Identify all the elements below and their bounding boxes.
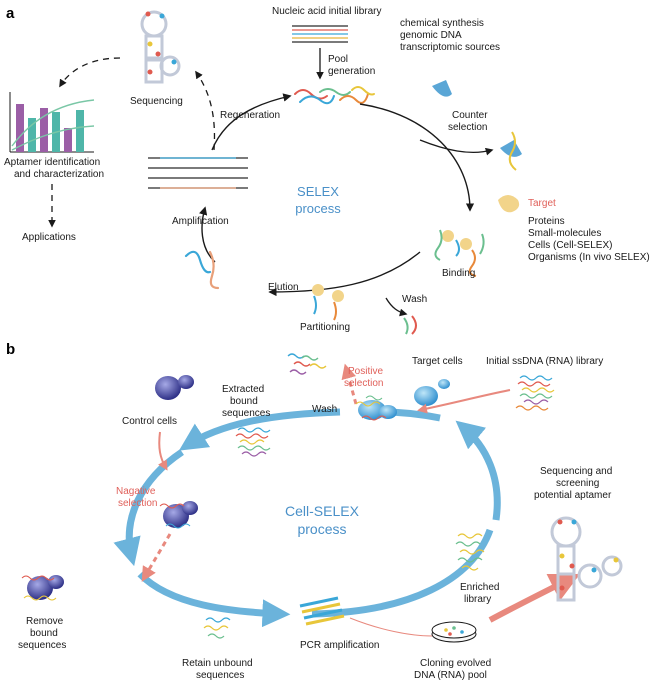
remove-bound-line1: Remove (26, 616, 64, 627)
positive-selection-cells (355, 395, 397, 421)
seq-screen-line2: screening (556, 478, 599, 489)
regeneration-label: Regeneration (220, 110, 280, 121)
aptamer-structure-b (550, 516, 623, 602)
panel-a-letter: a (6, 5, 15, 22)
initial-library-label: Initial ssDNA (RNA) library (486, 356, 603, 367)
binding-complex (434, 229, 485, 277)
elution-label: Elution (268, 282, 299, 293)
target-cells: Cells (Cell-SELEX) (528, 240, 612, 251)
target-organisms: Organisms (In vivo SELEX) (528, 252, 650, 263)
selex-title-line1: SELEX (297, 184, 339, 199)
sequencing-label: Sequencing (130, 96, 183, 107)
target-small-molecules: Small-molecules (528, 228, 601, 239)
negative-to-remove-arrow (141, 533, 172, 582)
enriched-line2: library (464, 594, 491, 605)
binding-label: Binding (442, 268, 475, 279)
pcr-strands (299, 596, 345, 626)
extracted-strands (235, 427, 271, 457)
cloning-line2: DNA (RNA) pool (414, 670, 487, 681)
remove-bound-line3: sequences (18, 640, 66, 651)
pool-generation-line2: generation (328, 66, 375, 77)
target-cells-icon (414, 379, 450, 406)
washed-strands (403, 315, 417, 335)
retain-unbound-line1: Retain unbound (182, 658, 253, 669)
seq-screen-line3: potential aptamer (534, 490, 612, 501)
target-cells-label: Target cells (412, 356, 463, 367)
counter-selection-line2: selection (448, 122, 487, 133)
aptamer-id-line2: and characterization (14, 169, 104, 180)
pcr-to-cloning-line (349, 617, 433, 637)
remove-bound-line2: bound (30, 628, 58, 639)
counter-selection-line1: Counter (452, 110, 488, 121)
extracted-line1: Extracted (222, 384, 264, 395)
source-transcriptomic: transcriptomic sources (400, 42, 500, 53)
applications-label: Applications (22, 232, 76, 243)
pool-strands (294, 86, 375, 105)
unbound-strands (203, 617, 231, 639)
wash-label-b: Wash (312, 404, 337, 415)
pcr-label: PCR amplification (300, 640, 379, 651)
washed-strands-b (287, 353, 327, 375)
wash-pink-arrow (341, 363, 358, 405)
initial-library-b-strands (515, 375, 555, 411)
aptamer-structure-a (140, 10, 181, 84)
initial-library-strands (292, 25, 348, 43)
counter-bound-complex (500, 131, 522, 171)
source-genomic: genomic DNA (400, 30, 462, 41)
eluted-strands (184, 250, 220, 290)
characterization-chart-icon (9, 92, 95, 153)
cloning-line1: Cloning evolved (420, 658, 491, 669)
library-title: Nucleic acid initial library (272, 6, 381, 17)
negative-selection-cells (159, 501, 198, 529)
enriched-line1: Enriched (460, 582, 499, 593)
counter-selection-arrow (419, 139, 494, 156)
pool-generation-line1: Pool (328, 54, 348, 65)
cloning-to-aptamer-arrow (488, 573, 581, 623)
extracted-line2: bound (230, 396, 258, 407)
amplification-label: Amplification (172, 216, 229, 227)
remove-bound-cells (21, 575, 64, 601)
cell-selex-title-line2: process (297, 521, 346, 537)
aptamer-id-line1: Aptamer identification (4, 157, 100, 168)
seq-screen-line1: Sequencing and (540, 466, 612, 477)
source-chemical: chemical synthesis (400, 18, 484, 29)
petri-dish-icon (431, 621, 477, 643)
enriched-library-strands (455, 533, 485, 571)
control-cells-icon (155, 375, 194, 400)
selex-title-line2: process (295, 201, 341, 216)
panel-b-letter: b (6, 341, 15, 358)
amplified-strands (148, 157, 248, 189)
control-cells-label: Control cells (122, 416, 177, 427)
sequencing-dashed-arrow (195, 70, 216, 151)
positive-selection-line2: selection (344, 378, 383, 389)
partitioning-label: Partitioning (300, 322, 350, 333)
cycle-arrow-to-elution (268, 251, 421, 297)
negative-selection-line2: selection (118, 498, 157, 509)
wash-arrow (385, 297, 408, 317)
library-to-selection-arrow (417, 389, 511, 414)
target-proteins: Proteins (528, 216, 565, 227)
positive-selection-line1: Positive (348, 366, 383, 377)
target-icon (498, 195, 520, 213)
counter-target-icon (432, 80, 452, 97)
control-to-negative-arrow (158, 431, 168, 471)
cell-selex-ring (113, 408, 501, 628)
extracted-line3: sequences (222, 408, 270, 419)
negative-selection-line1: Nagative (116, 486, 156, 497)
wash-label-a: Wash (402, 294, 427, 305)
partitioning-complex (312, 284, 344, 321)
cycle-arrow-to-binding (359, 103, 475, 212)
cycle-arrow-regeneration (211, 93, 292, 151)
cell-selex-title-line1: Cell-SELEX (285, 503, 360, 519)
to-identification-dashed-arrow (59, 57, 121, 88)
retain-unbound-line2: sequences (196, 670, 244, 681)
target-label: Target (528, 198, 556, 209)
